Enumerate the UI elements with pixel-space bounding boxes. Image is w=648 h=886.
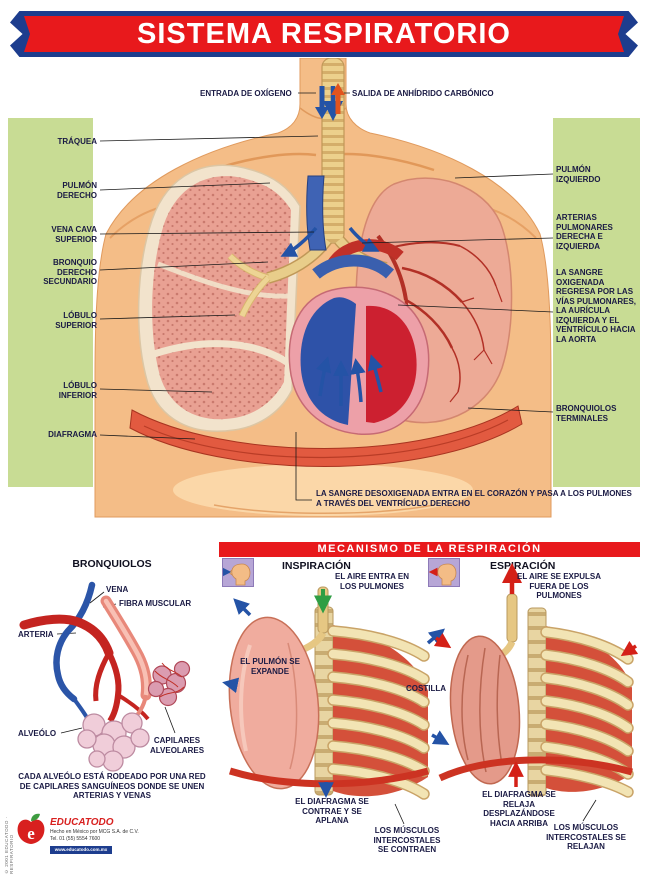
espiracion-lung [449, 635, 521, 785]
label-traquea: TRÁQUEA [57, 137, 97, 146]
label-bronquio-derecho: BRONQUIO DERECHO SECUNDARIO [43, 258, 97, 286]
made-in-text: Hecho en México por MCG S.A. de C.V. [50, 829, 139, 835]
label-costilla: COSTILLA [406, 684, 446, 693]
espiracion-illustration [433, 562, 639, 815]
label-capilares-alveolares: CAPILARES ALVEOLARES [149, 736, 205, 755]
bronquiolos-title: BRONQUIOLOS [72, 558, 152, 570]
label-sangre-desoxigenada: LA SANGRE DESOXIGENADA ENTRA EN EL CORAZ… [316, 489, 632, 508]
label-arteria: ARTERIA [18, 630, 54, 639]
label-salida-anhidrido: SALIDA DE ANHÍDRIDO CARBÓNICO [352, 89, 494, 98]
inspiracion-title: INSPIRACIÓN [282, 560, 351, 572]
label-diafragma-relaja: EL DIAFRAGMA SE RELAJA DESPLAZÁNDOSE HAC… [482, 790, 556, 828]
educatodo-apple-logo: e [17, 813, 45, 844]
label-pulmon-expande: EL PULMÓN SE EXPANDE [240, 657, 300, 676]
torso-illustration [94, 58, 552, 518]
espiracion-face-icon [428, 558, 460, 587]
logo-letter: e [27, 824, 35, 843]
heart [288, 286, 430, 435]
label-lobulo-superior: LÓBULO SUPERIOR [55, 311, 97, 330]
inspiracion-face-icon [222, 558, 254, 587]
bronquiolos-illustration [19, 581, 191, 772]
title-ribbon: SISTEMA RESPIRATORIO [10, 11, 638, 57]
right-lung-cut-view [137, 164, 301, 432]
label-bronquiolos-terminales: BRONQUIOLOS TERMINALES [556, 404, 617, 423]
poster-title: SISTEMA RESPIRATORIO [137, 18, 511, 50]
capillary-cluster [147, 660, 191, 707]
label-aire-expulsa: EL AIRE SE EXPULSA FUERA DE LOS PULMONES [516, 572, 602, 600]
brand-name: EDUCATODO [50, 817, 114, 828]
label-fibra-muscular: FIBRA MUSCULAR [119, 599, 192, 608]
label-pulmon-derecho: PULMÓN DERECHO [56, 181, 97, 200]
diaphragm-muscle [129, 405, 523, 467]
label-musculos-contraen: LOS MÚSCULOS INTERCOSTALES SE CONTRAEN [373, 826, 441, 854]
ribbon-red-band [24, 16, 624, 52]
label-sangre-oxigenada: LA SANGRE OXIGENADA REGRESA POR LAS VÍAS… [556, 268, 637, 344]
alveoli-cluster [77, 712, 150, 772]
inspiracion-lung [228, 616, 320, 790]
website-badge: www.educatodo.com.mx [50, 846, 112, 854]
label-pulmon-izquierdo: PULMÓN IZQUIERDO [556, 165, 601, 184]
label-diafragma: DIAFRAGMA [48, 430, 97, 439]
espiracion-diaphragm [438, 756, 633, 782]
bronquiolos-caption: CADA ALVEÓLO ESTÁ RODEADO POR UNA RED DE… [18, 772, 206, 800]
label-lobulo-inferior: LÓBULO INFERIOR [58, 381, 97, 400]
vena-cava-superior-vessel [306, 175, 327, 251]
inspiracion-illustration [222, 586, 450, 815]
label-arterias-pulmonares: ARTERIAS PULMONARES DERECHA E IZQUIERDA [556, 213, 613, 251]
mecanismo-banner: MECANISMO DE LA RESPIRACIÓN [219, 542, 640, 557]
label-musculos-relajan: LOS MÚSCULOS INTERCOSTALES SE RELAJAN [546, 823, 626, 851]
label-vena-cava-superior: VENA CAVA SUPERIOR [51, 225, 97, 244]
label-alveolo: ALVEÓLO [18, 729, 57, 738]
tel-text: Tel. 01 (55) 5554 7600 [50, 836, 101, 842]
label-aire-entra: EL AIRE ENTRA EN LOS PULMONES [335, 572, 409, 591]
label-vena: VENA [106, 585, 129, 594]
edition-side-text: © 2001 EDUCATODO · RESPIRATORIO [4, 816, 14, 874]
label-diafragma-contrae: EL DIAFRAGMA SE CONTRAE Y SE APLANA [295, 797, 369, 825]
label-entrada-oxigeno: ENTRADA DE OXÍGENO [200, 89, 292, 98]
